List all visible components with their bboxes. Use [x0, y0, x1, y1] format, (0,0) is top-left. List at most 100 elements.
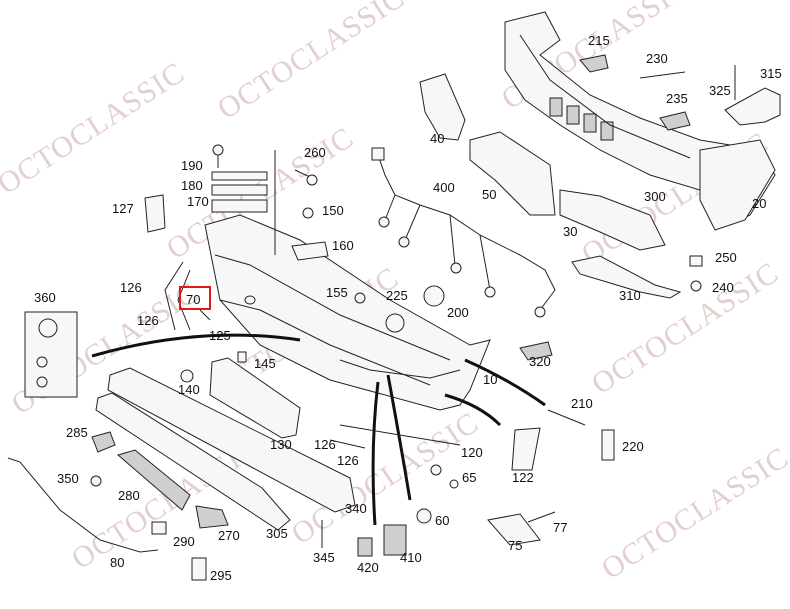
part-label-285: 285	[66, 425, 88, 440]
clip-120	[430, 464, 442, 476]
part-label-240: 240	[712, 280, 734, 295]
part-label-122: 122	[512, 470, 534, 485]
part-label-225: 225	[386, 288, 408, 303]
part-label-180: 180	[181, 178, 203, 193]
part-label-230: 230	[646, 51, 668, 66]
part-label-75: 75	[508, 538, 522, 553]
watermark: OCTOCLASSIC	[596, 441, 790, 586]
part-label-145: 145	[254, 356, 276, 371]
assembly-arrow	[386, 374, 412, 501]
part-label-310: 310	[619, 288, 641, 303]
part-label-130: 130	[270, 437, 292, 452]
part-label-420: 420	[357, 560, 379, 575]
strip-126	[164, 261, 184, 331]
bolt-150	[302, 207, 314, 219]
part-label-126d: 126	[337, 453, 359, 468]
part-label-320: 320	[529, 354, 551, 369]
part-label-65: 65	[462, 470, 476, 485]
nut-250	[689, 255, 703, 267]
grille-280	[116, 449, 191, 511]
bracket-20	[699, 139, 776, 231]
strip-80	[7, 457, 159, 553]
pad-127	[144, 194, 166, 233]
part-label-60: 60	[435, 513, 449, 528]
watermark: OCTOCLASSIC	[0, 56, 191, 201]
part-label-77: 77	[553, 520, 567, 535]
part-label-340: 340	[345, 501, 367, 516]
part-label-160: 160	[332, 238, 354, 253]
clip-77	[527, 511, 556, 523]
rail-310	[571, 255, 682, 299]
part-label-200: 200	[447, 305, 469, 320]
spoiler-305	[95, 392, 291, 531]
part-label-305: 305	[266, 526, 288, 541]
part-label-190: 190	[181, 158, 203, 173]
absorber-410	[383, 524, 407, 556]
highlight-box	[179, 286, 211, 310]
part-label-350: 350	[57, 471, 79, 486]
part-label-250: 250	[715, 250, 737, 265]
part-label-20: 20	[752, 196, 766, 211]
screw-350	[90, 475, 102, 487]
part-label-125: 125	[209, 328, 231, 343]
watermark: OCTOCLASSIC	[212, 0, 411, 126]
part-label-215: 215	[588, 33, 610, 48]
pad-215	[579, 54, 609, 73]
nozzle-210	[547, 409, 586, 426]
part-label-260: 260	[304, 145, 326, 160]
bracket-315	[724, 87, 781, 126]
part-label-50: 50	[482, 187, 496, 202]
part-label-10: 10	[483, 372, 497, 387]
wiring-harness-400	[377, 154, 556, 311]
clip-290	[151, 521, 167, 535]
part-label-127: 127	[112, 201, 134, 216]
part-label-220: 220	[622, 439, 644, 454]
part-label-120: 120	[461, 445, 483, 460]
grille-340	[107, 367, 356, 513]
part-label-150: 150	[322, 203, 344, 218]
bracket-40	[419, 73, 466, 141]
part-label-345: 345	[313, 550, 335, 565]
part-label-126b: 126	[137, 313, 159, 328]
part-label-410: 410	[400, 550, 422, 565]
ring-225	[385, 313, 405, 333]
part-label-295: 295	[210, 568, 232, 583]
cover-75	[487, 513, 541, 546]
grille-270	[195, 505, 229, 529]
bracket-160	[291, 241, 329, 261]
part-label-315: 315	[760, 66, 782, 81]
clip-295	[191, 557, 207, 581]
part-label-325: 325	[709, 83, 731, 98]
clip-145	[237, 351, 247, 363]
part-label-155: 155	[326, 285, 348, 300]
part-label-400: 400	[433, 180, 455, 195]
license-plate-130	[209, 357, 301, 439]
cover-122	[511, 427, 541, 471]
clip-65	[449, 479, 459, 489]
part-label-126c: 126	[314, 437, 336, 452]
clip-140	[180, 369, 194, 383]
bracket-30	[559, 189, 666, 251]
part-label-170: 170	[187, 194, 209, 209]
pad-235	[659, 111, 691, 131]
sensor-200	[423, 285, 445, 307]
part-label-280: 280	[118, 488, 140, 503]
bolt-155	[354, 292, 366, 304]
bolt-230	[639, 71, 686, 79]
trim-320	[519, 341, 553, 361]
part-label-40: 40	[430, 131, 444, 146]
part-label-126a: 126	[120, 280, 142, 295]
assembly-arrow	[444, 393, 502, 427]
absorber-50	[469, 131, 556, 216]
assembly-arrow	[91, 333, 301, 358]
part-label-30: 30	[563, 224, 577, 239]
clip-stack	[211, 144, 276, 255]
part-label-290: 290	[173, 534, 195, 549]
cap-60	[416, 508, 432, 524]
part-label-300: 300	[644, 189, 666, 204]
grommet-420	[357, 537, 373, 557]
screw-240	[690, 280, 702, 292]
part-label-80: 80	[110, 555, 124, 570]
